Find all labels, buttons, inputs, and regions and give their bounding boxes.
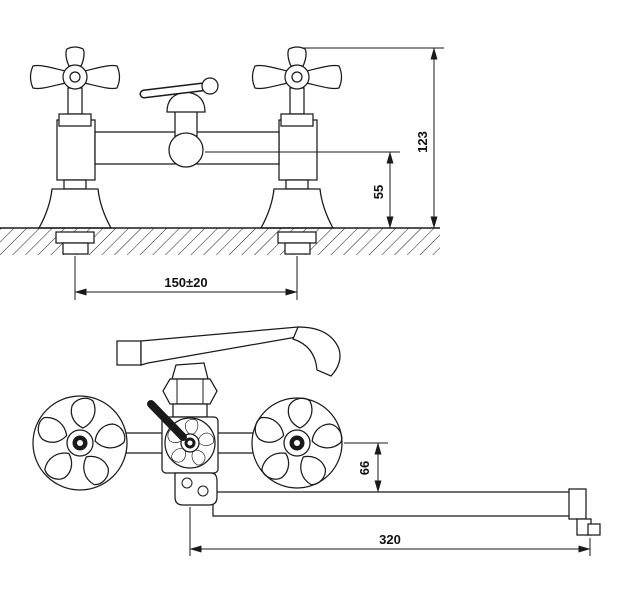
right-handwheel: [251, 397, 345, 489]
left-handwheel: [32, 395, 128, 491]
dim-label-body-height: 55: [371, 185, 386, 199]
spout-elbow: [568, 488, 587, 520]
spout: [212, 488, 601, 536]
dim-body-height: 55: [205, 151, 400, 229]
right-escutcheon: [260, 179, 334, 229]
spray-head: [292, 326, 341, 377]
dim-spout-reach: 320: [189, 507, 591, 556]
left-valve-body: [56, 119, 96, 181]
dim-spout-drop: 66: [344, 442, 388, 493]
center-boss: [168, 132, 204, 168]
packing-nut: [162, 378, 218, 405]
lever-ball-end: [201, 77, 219, 95]
spray-handle-grip: [140, 326, 310, 366]
dim-label-inlet-spacing: 150±20: [164, 275, 207, 290]
front-view-faucet: [32, 326, 601, 536]
spout-pipe: [212, 491, 572, 517]
dim-inlet-spacing: 150±20: [74, 256, 298, 300]
nut-collar: [172, 403, 208, 418]
dim-overall-height: 123: [302, 47, 444, 229]
dim-label-overall-height: 123: [415, 131, 430, 153]
handle-column: [171, 362, 209, 380]
left-escutcheon: [38, 179, 112, 229]
left-connector: [125, 432, 165, 454]
right-connector: [215, 432, 255, 454]
center-column: [174, 109, 198, 137]
spout-tip: [587, 523, 601, 536]
right-valve-body: [278, 119, 318, 181]
right-cross-handle: [251, 46, 343, 127]
wall-section: [0, 227, 440, 255]
diverter-lever-front: [147, 400, 187, 441]
left-cross-handle: [29, 46, 121, 127]
spray-handle: [116, 326, 341, 377]
top-view-faucet: [29, 46, 343, 229]
dim-label-spout-drop: 66: [357, 461, 372, 475]
spray-handle-tip: [116, 340, 142, 366]
bottom-bracket: [174, 472, 218, 506]
dim-label-spout-reach: 320: [379, 532, 401, 547]
